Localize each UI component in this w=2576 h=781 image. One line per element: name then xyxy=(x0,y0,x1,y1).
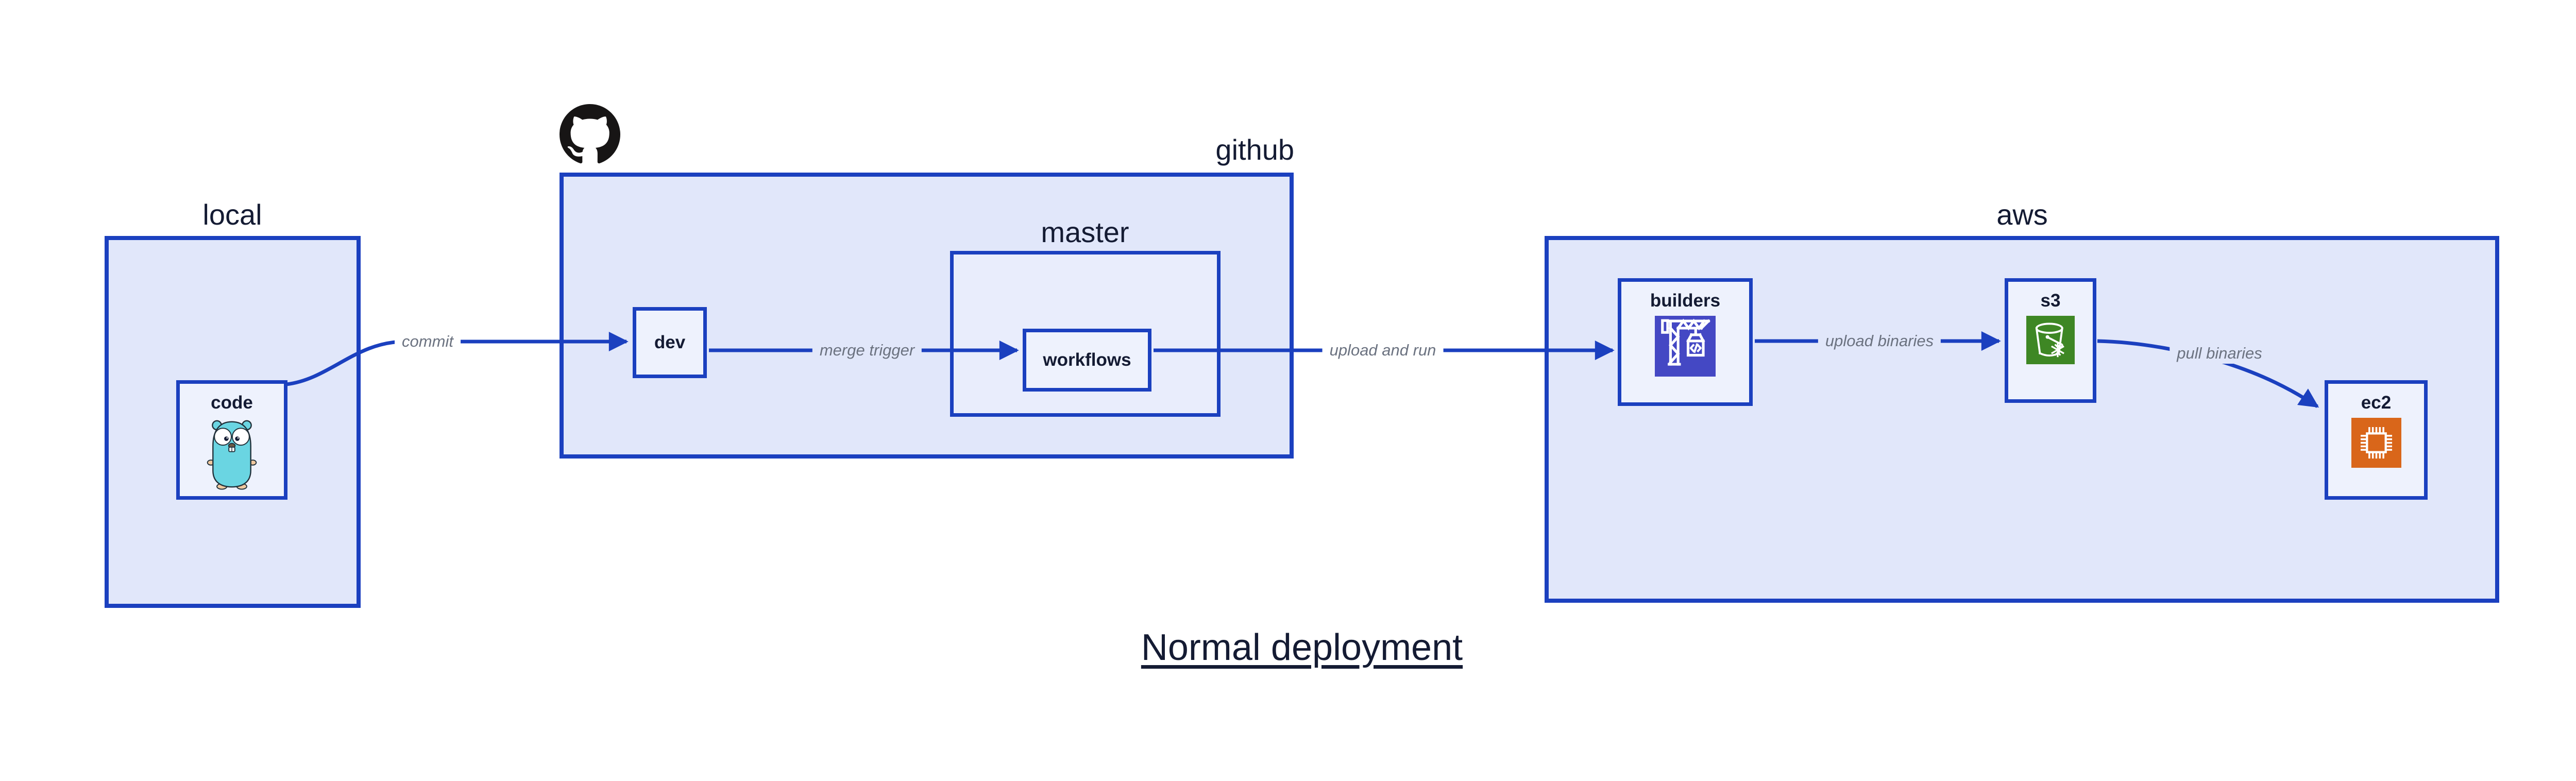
node-code-label: code xyxy=(211,393,253,413)
node-builders: builders xyxy=(1618,278,1753,406)
codebuild-crane-icon xyxy=(1655,316,1716,377)
node-workflows: workflows xyxy=(1023,329,1151,392)
group-label-github: github xyxy=(1215,133,1294,166)
node-code: code xyxy=(176,380,287,500)
edge-label-pull-binaries: pull binaries xyxy=(2170,343,2269,364)
node-ec2-label: ec2 xyxy=(2361,393,2392,413)
group-label-local: local xyxy=(202,198,262,231)
go-gopher-icon xyxy=(207,420,257,490)
github-octocat-icon xyxy=(560,104,620,164)
s3-glacier-bucket-icon xyxy=(2026,316,2075,364)
node-workflows-label: workflows xyxy=(1043,350,1131,370)
node-dev: dev xyxy=(633,307,707,378)
group-label-master: master xyxy=(1041,216,1129,248)
edge-label-upload-binaries: upload binaries xyxy=(1818,331,1941,351)
node-s3-label: s3 xyxy=(2040,291,2061,311)
edge-label-merge-trigger: merge trigger xyxy=(812,340,922,361)
group-label-aws: aws xyxy=(1996,198,2048,231)
edge-label-upload-and-run: upload and run xyxy=(1322,340,1444,361)
ec2-chip-icon xyxy=(2351,418,2401,468)
page-title: Normal deployment xyxy=(1141,627,1463,668)
edge-label-commit: commit xyxy=(395,331,461,352)
node-builders-label: builders xyxy=(1650,291,1721,311)
node-s3: s3 xyxy=(2005,278,2096,403)
node-ec2: ec2 xyxy=(2325,380,2428,500)
node-dev-label: dev xyxy=(654,332,686,352)
